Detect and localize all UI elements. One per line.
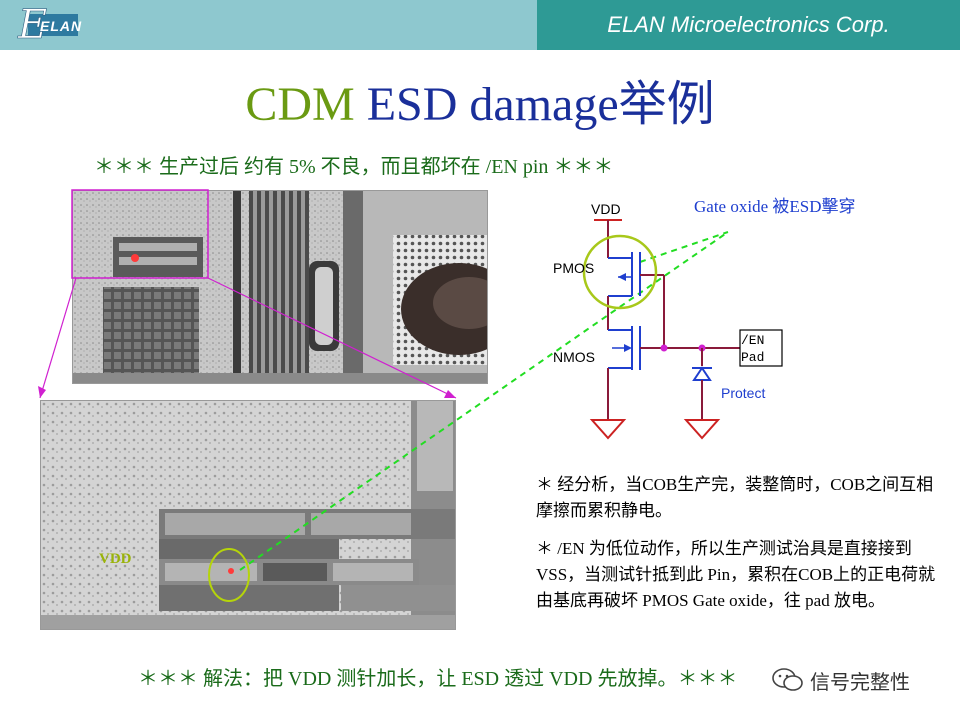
wechat-icon (772, 668, 803, 691)
analysis-note-1: ＊ 经分析，当COB生产完，装整筒时，COB之间互相摩擦而累积静电。 (536, 475, 934, 520)
watermark: 信号完整性 (770, 665, 940, 695)
pmos-label: PMOS (553, 260, 594, 276)
protect-diode-icon (692, 366, 712, 381)
page-title: CDM ESD damage举例 (0, 64, 960, 134)
solution-text: ＊＊＊ 解法：把 VDD 测针加长，让 ESD 透过 VDD 先放掉。＊＊＊ (138, 668, 738, 690)
die-photo-top (72, 190, 488, 384)
logo-text: ELAN (40, 18, 83, 34)
ground-nmos-icon (589, 419, 627, 440)
title-cdm: CDM (245, 78, 367, 131)
company-name: ELAN Microelectronics Corp. (607, 12, 890, 37)
gate-oxide-circle (582, 234, 658, 310)
en-pad-box (739, 329, 783, 367)
zoom-line-left (39, 277, 77, 399)
svg-text:E: E (17, 4, 47, 46)
gate-oxide-note: Gate oxide 被ESD擊穿 (694, 197, 855, 216)
title-esd: ESD damage举例 (366, 78, 715, 131)
ground-protect-icon (683, 419, 721, 440)
analysis-note-2: ＊ /EN 为低位动作，所以生产测试治具是直接接到 VSS，当测试针抵到此 Pi… (536, 539, 936, 610)
subtitle: ＊＊＊ 生产过后 约有 5% 不良，而且都坏在 /EN pin ＊＊＊ (94, 156, 614, 178)
header-bar-right (537, 0, 960, 50)
die-photo-zoom (40, 400, 456, 630)
protect-label: Protect (721, 385, 765, 401)
circuit-vdd-label: VDD (591, 201, 621, 217)
nmos-label: NMOS (553, 349, 595, 365)
elan-logo: E ELAN (8, 2, 83, 49)
pad-label-en: /EN (741, 333, 764, 348)
watermark-text: 信号完整性 (810, 670, 910, 694)
photo-vdd-label: VDD (99, 551, 132, 567)
dashed-line-gate (639, 231, 729, 263)
pad-label-pad: Pad (741, 350, 764, 365)
